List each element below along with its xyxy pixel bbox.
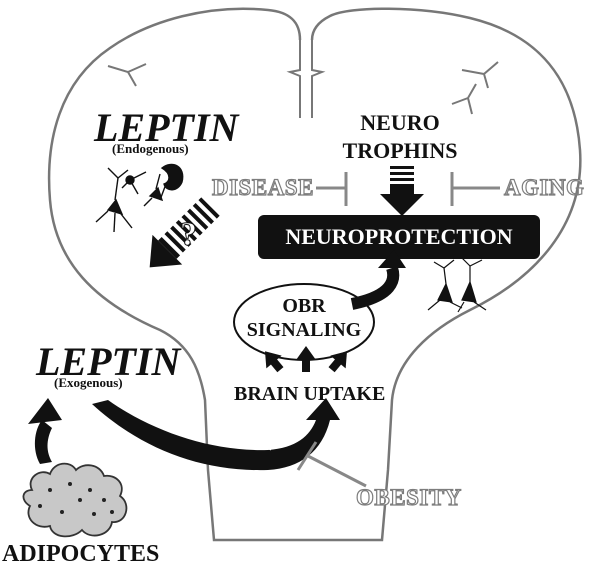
- aging-inhibition: [450, 172, 500, 206]
- uptake-to-obr-arrows: [265, 346, 347, 373]
- protected-neurons-icon: [427, 257, 487, 313]
- endogenous-neurons-icon: [95, 163, 184, 233]
- neurotrophins-label-line2: TROPHINS: [342, 138, 458, 163]
- disease-label: DISEASE: [211, 175, 314, 200]
- leptin-endogenous-subtitle: (Endogenous): [112, 141, 189, 156]
- obr-label-line2: SIGNALING: [246, 319, 362, 341]
- obr-to-neuroprotection-arrowhead: [378, 250, 406, 268]
- obesity-inhibition: [296, 441, 367, 488]
- endogenous-signal-arrow: [149, 197, 220, 268]
- leptin-exogenous-subtitle: (Exogenous): [54, 375, 123, 390]
- adipocytes-to-leptin-arrow: [28, 398, 62, 464]
- right-sulcus: [461, 61, 499, 89]
- left-sulcus: [107, 63, 147, 87]
- leptin-exogenous-title: LEPTIN: [36, 339, 181, 384]
- neurotrophins-label-line1: NEURO: [360, 110, 440, 135]
- neuroprotection-label: NEUROPROTECTION: [285, 224, 513, 249]
- disease-inhibition: [316, 172, 348, 206]
- question-mark: ?: [180, 216, 198, 253]
- adipocytes-label: ADIPOCYTES: [2, 541, 160, 567]
- right-lower-sulcus: [451, 83, 477, 115]
- brain-uptake-label: BRAIN UPTAKE: [234, 383, 386, 405]
- leptin-endogenous-title: LEPTIN: [94, 105, 239, 150]
- adipocytes-blob: [22, 462, 128, 538]
- neuroprotection-box: [258, 215, 540, 259]
- obr-to-neuroprotection-arrow: [350, 266, 400, 310]
- brain-outline: [47, 7, 582, 542]
- aging-label: AGING: [503, 175, 585, 200]
- central-fissure: [286, 40, 326, 118]
- adipocyte-dots: [38, 482, 114, 516]
- neurotrophins-arrow: [380, 166, 424, 216]
- bbb-transport-arrow: [92, 398, 340, 471]
- obesity-label: OBESITY: [355, 485, 462, 510]
- obr-label-line1: OBR: [282, 295, 326, 317]
